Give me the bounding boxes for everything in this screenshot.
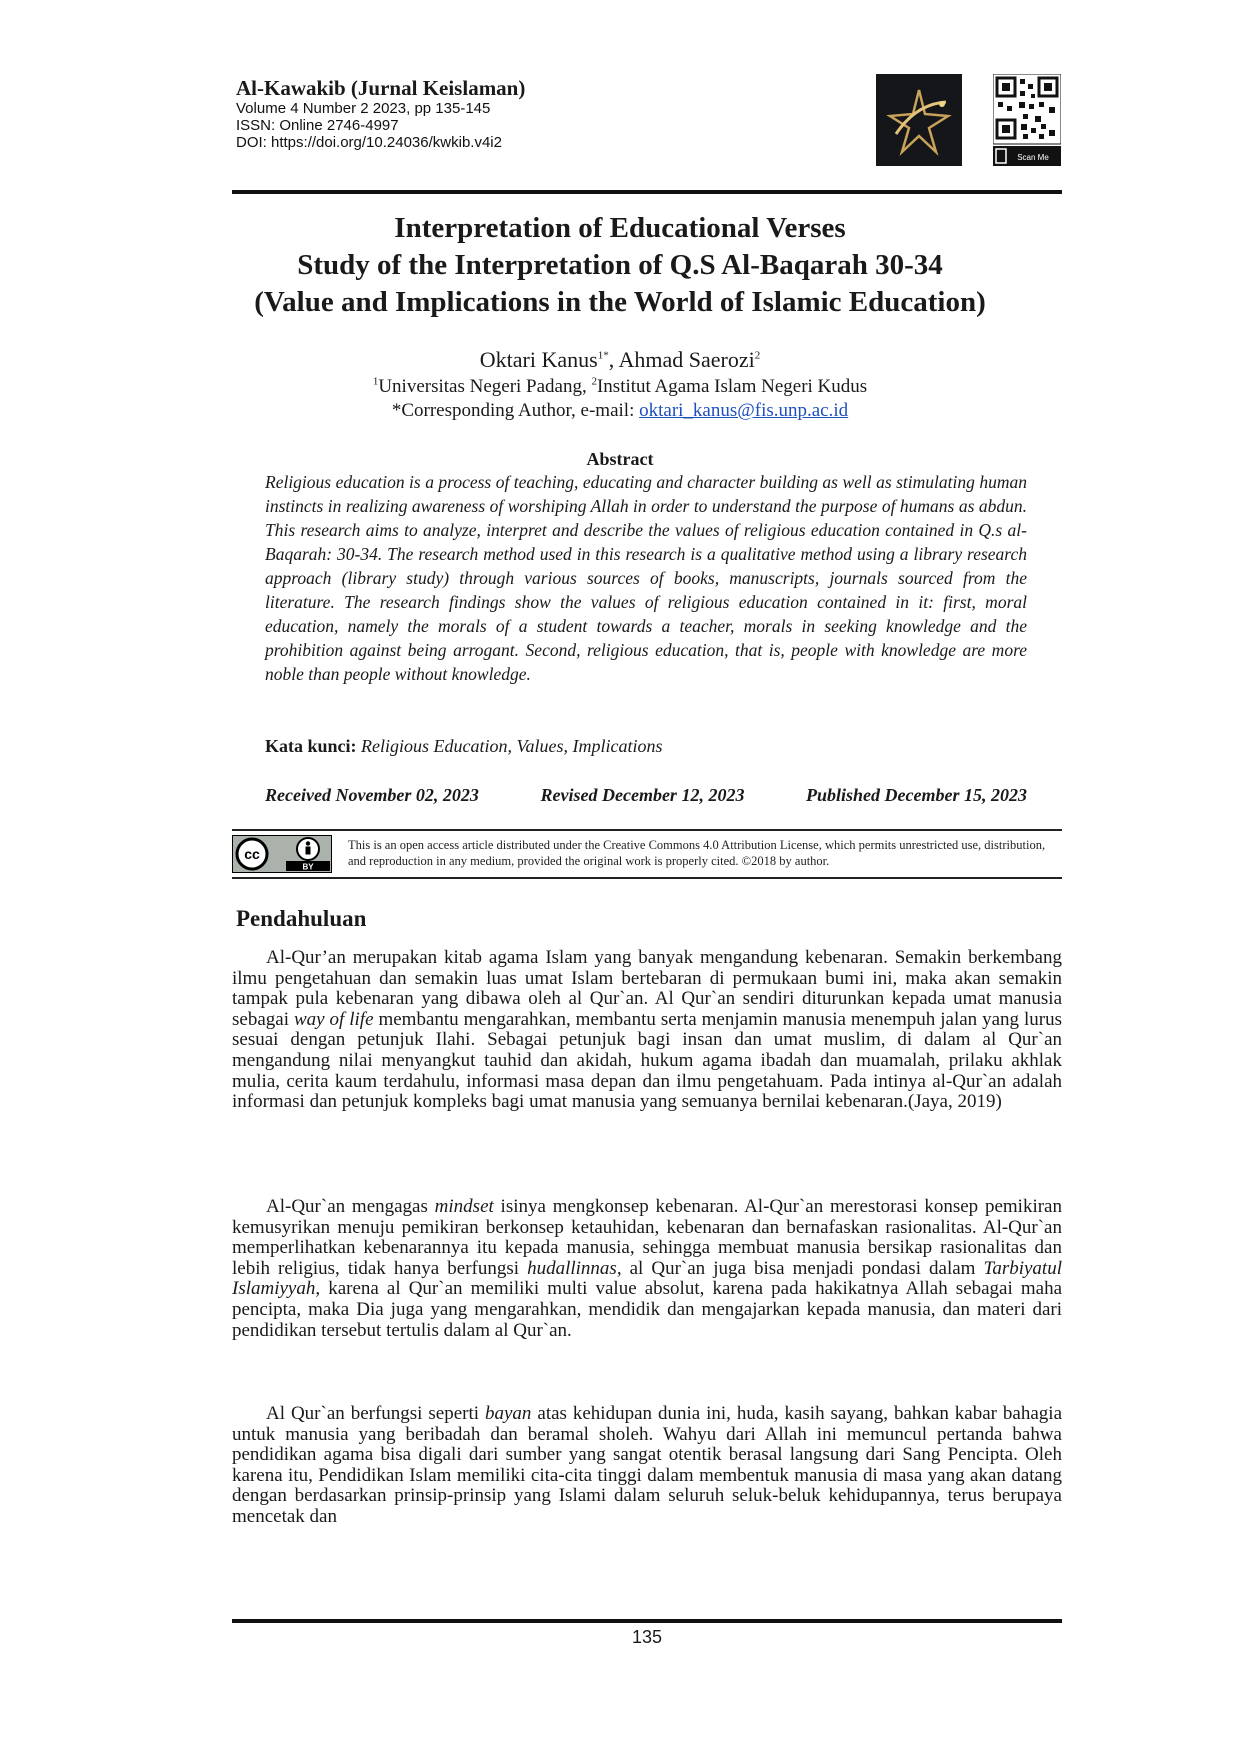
- p1-italic: way of life: [293, 1008, 374, 1030]
- affiliation-2: Institut Agama Islam Negeri Kudus: [596, 376, 868, 397]
- p1-text-a: Al-Qur’an merupakan kitab agama Islam ya…: [232, 947, 1062, 1030]
- p3-italic: bayan: [485, 1403, 532, 1424]
- volume-line: Volume 4 Number 2 2023, pp 135-145: [236, 100, 491, 117]
- license-divider-top: [232, 829, 1062, 831]
- star-logo-icon: [876, 74, 962, 166]
- affiliation-1-marker: 1: [372, 375, 379, 388]
- email-link[interactable]: oktari_kanus@fis.unp.ac.id: [639, 400, 849, 421]
- cc-label: cc: [244, 846, 260, 862]
- p3-text-b: atas kehidupan dunia ini, huda, kasih sa…: [232, 1403, 1063, 1527]
- qr-caption: Scan Me: [1017, 153, 1049, 162]
- p2-italic-2: hudallinnas: [527, 1257, 617, 1279]
- received-date: Received November 02, 2023: [265, 785, 479, 805]
- title-line-1: Interpretation of Educational Verses: [394, 212, 846, 244]
- paper-title: Interpretation of Educational Verses Stu…: [140, 210, 1100, 321]
- revised-date: Revised December 12, 2023: [540, 785, 745, 805]
- author-separator: ,: [608, 347, 619, 372]
- author-1: Oktari Kanus: [479, 347, 598, 372]
- journal-title: Al-Kawakib (Jurnal Keislaman): [236, 76, 526, 100]
- p2-italic-3: Tarbiyatul Islamiyyah: [232, 1257, 1062, 1300]
- author-1-marker: 1*: [597, 349, 609, 362]
- qr-code-icon: Scan Me: [992, 73, 1062, 166]
- affiliation-1: Universitas Negeri Padang,: [378, 376, 592, 397]
- p2-text-d: , karena al Qur`an memiliki multi value …: [232, 1278, 1062, 1341]
- by-label: BY: [302, 863, 314, 872]
- footer-divider: [232, 1619, 1062, 1623]
- affiliation-2-marker: 2: [591, 375, 597, 388]
- body-paragraph-2: Al-Qur`an mengagas mindset isinya mengko…: [232, 1196, 1062, 1341]
- journal-info: Al-Kawakib (Jurnal Keislaman) Volume 4 N…: [236, 76, 796, 151]
- corresponding-prefix: *Corresponding Author, e-mail:: [391, 400, 640, 421]
- license-divider-bottom: [232, 877, 1062, 879]
- author-2-marker: 2: [754, 349, 761, 362]
- affiliations: 1Universitas Negeri Padang, 2Institut Ag…: [140, 375, 1100, 398]
- p2-text-c: , al Qur`an juga bisa menjadi pondasi da…: [616, 1257, 984, 1279]
- author-list: Oktari Kanus1*, Ahmad Saerozi2: [140, 347, 1100, 373]
- body-paragraph-3: Al Qur`an berfungsi seperti bayan atas k…: [232, 1403, 1063, 1528]
- body-paragraph-1: Al-Qur’an merupakan kitab agama Islam ya…: [232, 947, 1062, 1113]
- abstract-heading: Abstract: [586, 449, 654, 469]
- header-divider: [232, 190, 1062, 194]
- p3-text-a: Al Qur`an berfungsi seperti: [266, 1403, 485, 1424]
- issn-line: ISSN: Online 2746-4997: [236, 117, 399, 134]
- p2-text-a: Al-Qur`an mengagas: [266, 1196, 435, 1217]
- author-2: Ahmad Saerozi: [618, 347, 755, 372]
- p2-text-b: isinya mengkonsep kebenaran. Al-Qur`an m…: [232, 1196, 1062, 1279]
- title-line-3: (Value and Implications in the World of …: [254, 286, 986, 318]
- page-number: 135: [631, 1627, 663, 1647]
- doi-line: DOI: https://doi.org/10.24036/kwkib.v4i2: [236, 134, 502, 151]
- p1-text-b: membantu mengarahkan, membantu serta men…: [232, 1008, 1062, 1113]
- title-line-2: Study of the Interpretation of Q.S Al-Ba…: [297, 249, 943, 281]
- abstract-text: Religious education is a process of teac…: [265, 472, 1027, 684]
- section-heading: Pendahuluan: [236, 906, 367, 931]
- published-date: Published December 15, 2023: [806, 785, 1027, 805]
- corresponding-author: *Corresponding Author, e-mail: oktari_ka…: [140, 399, 1100, 422]
- article-dates: Received November 02, 2023 Revised Decem…: [265, 784, 1027, 806]
- keywords: Kata kunci: Religious Education, Values,…: [265, 735, 1027, 757]
- p2-italic-1: mindset: [434, 1196, 494, 1217]
- keywords-value: Religious Education, Values, Implication…: [361, 736, 663, 756]
- creative-commons-by-icon[interactable]: cc BY: [232, 835, 332, 873]
- license-text: This is an open access article distribut…: [348, 838, 1046, 868]
- keywords-label: Kata kunci:: [265, 736, 362, 756]
